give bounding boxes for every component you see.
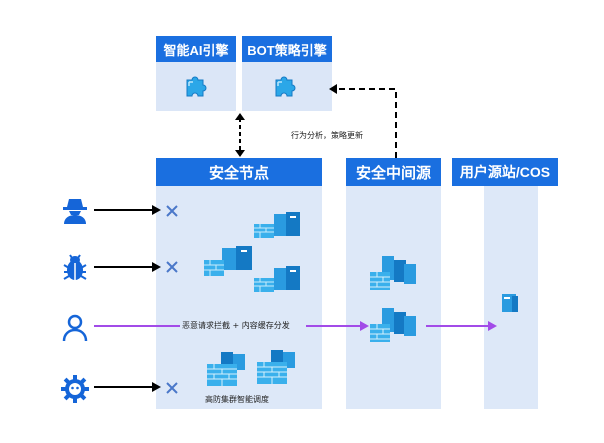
behavior-analysis-label: 行为分析，策略更新 <box>291 131 363 140</box>
bot-gear-icon <box>61 375 89 403</box>
firewall-icon <box>207 352 245 386</box>
server-icon <box>502 294 518 312</box>
engine-node-connector <box>235 113 245 157</box>
attack-arrow-2 <box>94 262 161 272</box>
user-origin-header: 用户源站/COS <box>452 158 558 186</box>
server-cluster-2 <box>204 246 252 276</box>
security-origin-header: 安全中间源 <box>346 158 441 186</box>
puzzle-icon <box>275 76 296 97</box>
flow-arrow-node-to-origin <box>306 321 369 331</box>
security-origin-panel <box>346 186 441 409</box>
x-icon <box>166 382 178 394</box>
malicious-intercept-label: 恶意请求拦截 + 内容缓存分发 <box>182 321 290 330</box>
flow-arrow-origin-to-source <box>426 321 497 331</box>
attack-arrow-3 <box>94 382 161 392</box>
cluster-scheduling-label: 高防集群智能调度 <box>205 395 269 404</box>
bot-engine-header: BOT策略引擎 <box>242 36 332 62</box>
puzzle-icon <box>186 76 207 97</box>
feedback-connector <box>329 84 397 158</box>
security-node-header: 安全节点 <box>156 158 322 186</box>
firewall-icon <box>257 350 295 384</box>
attack-arrow-1 <box>94 205 161 215</box>
server-cluster-1 <box>254 212 300 238</box>
flow-arrow-user-to-node <box>94 325 180 327</box>
origin-server-cluster-1 <box>370 256 416 290</box>
hacker-icon <box>63 199 87 224</box>
bug-icon <box>63 254 87 280</box>
x-icon <box>166 205 178 217</box>
ai-engine-header: 智能AI引擎 <box>156 36 236 62</box>
x-icon <box>166 261 178 273</box>
origin-server-cluster-2 <box>370 308 416 342</box>
user-icon <box>62 314 88 342</box>
server-cluster-3 <box>254 266 300 292</box>
